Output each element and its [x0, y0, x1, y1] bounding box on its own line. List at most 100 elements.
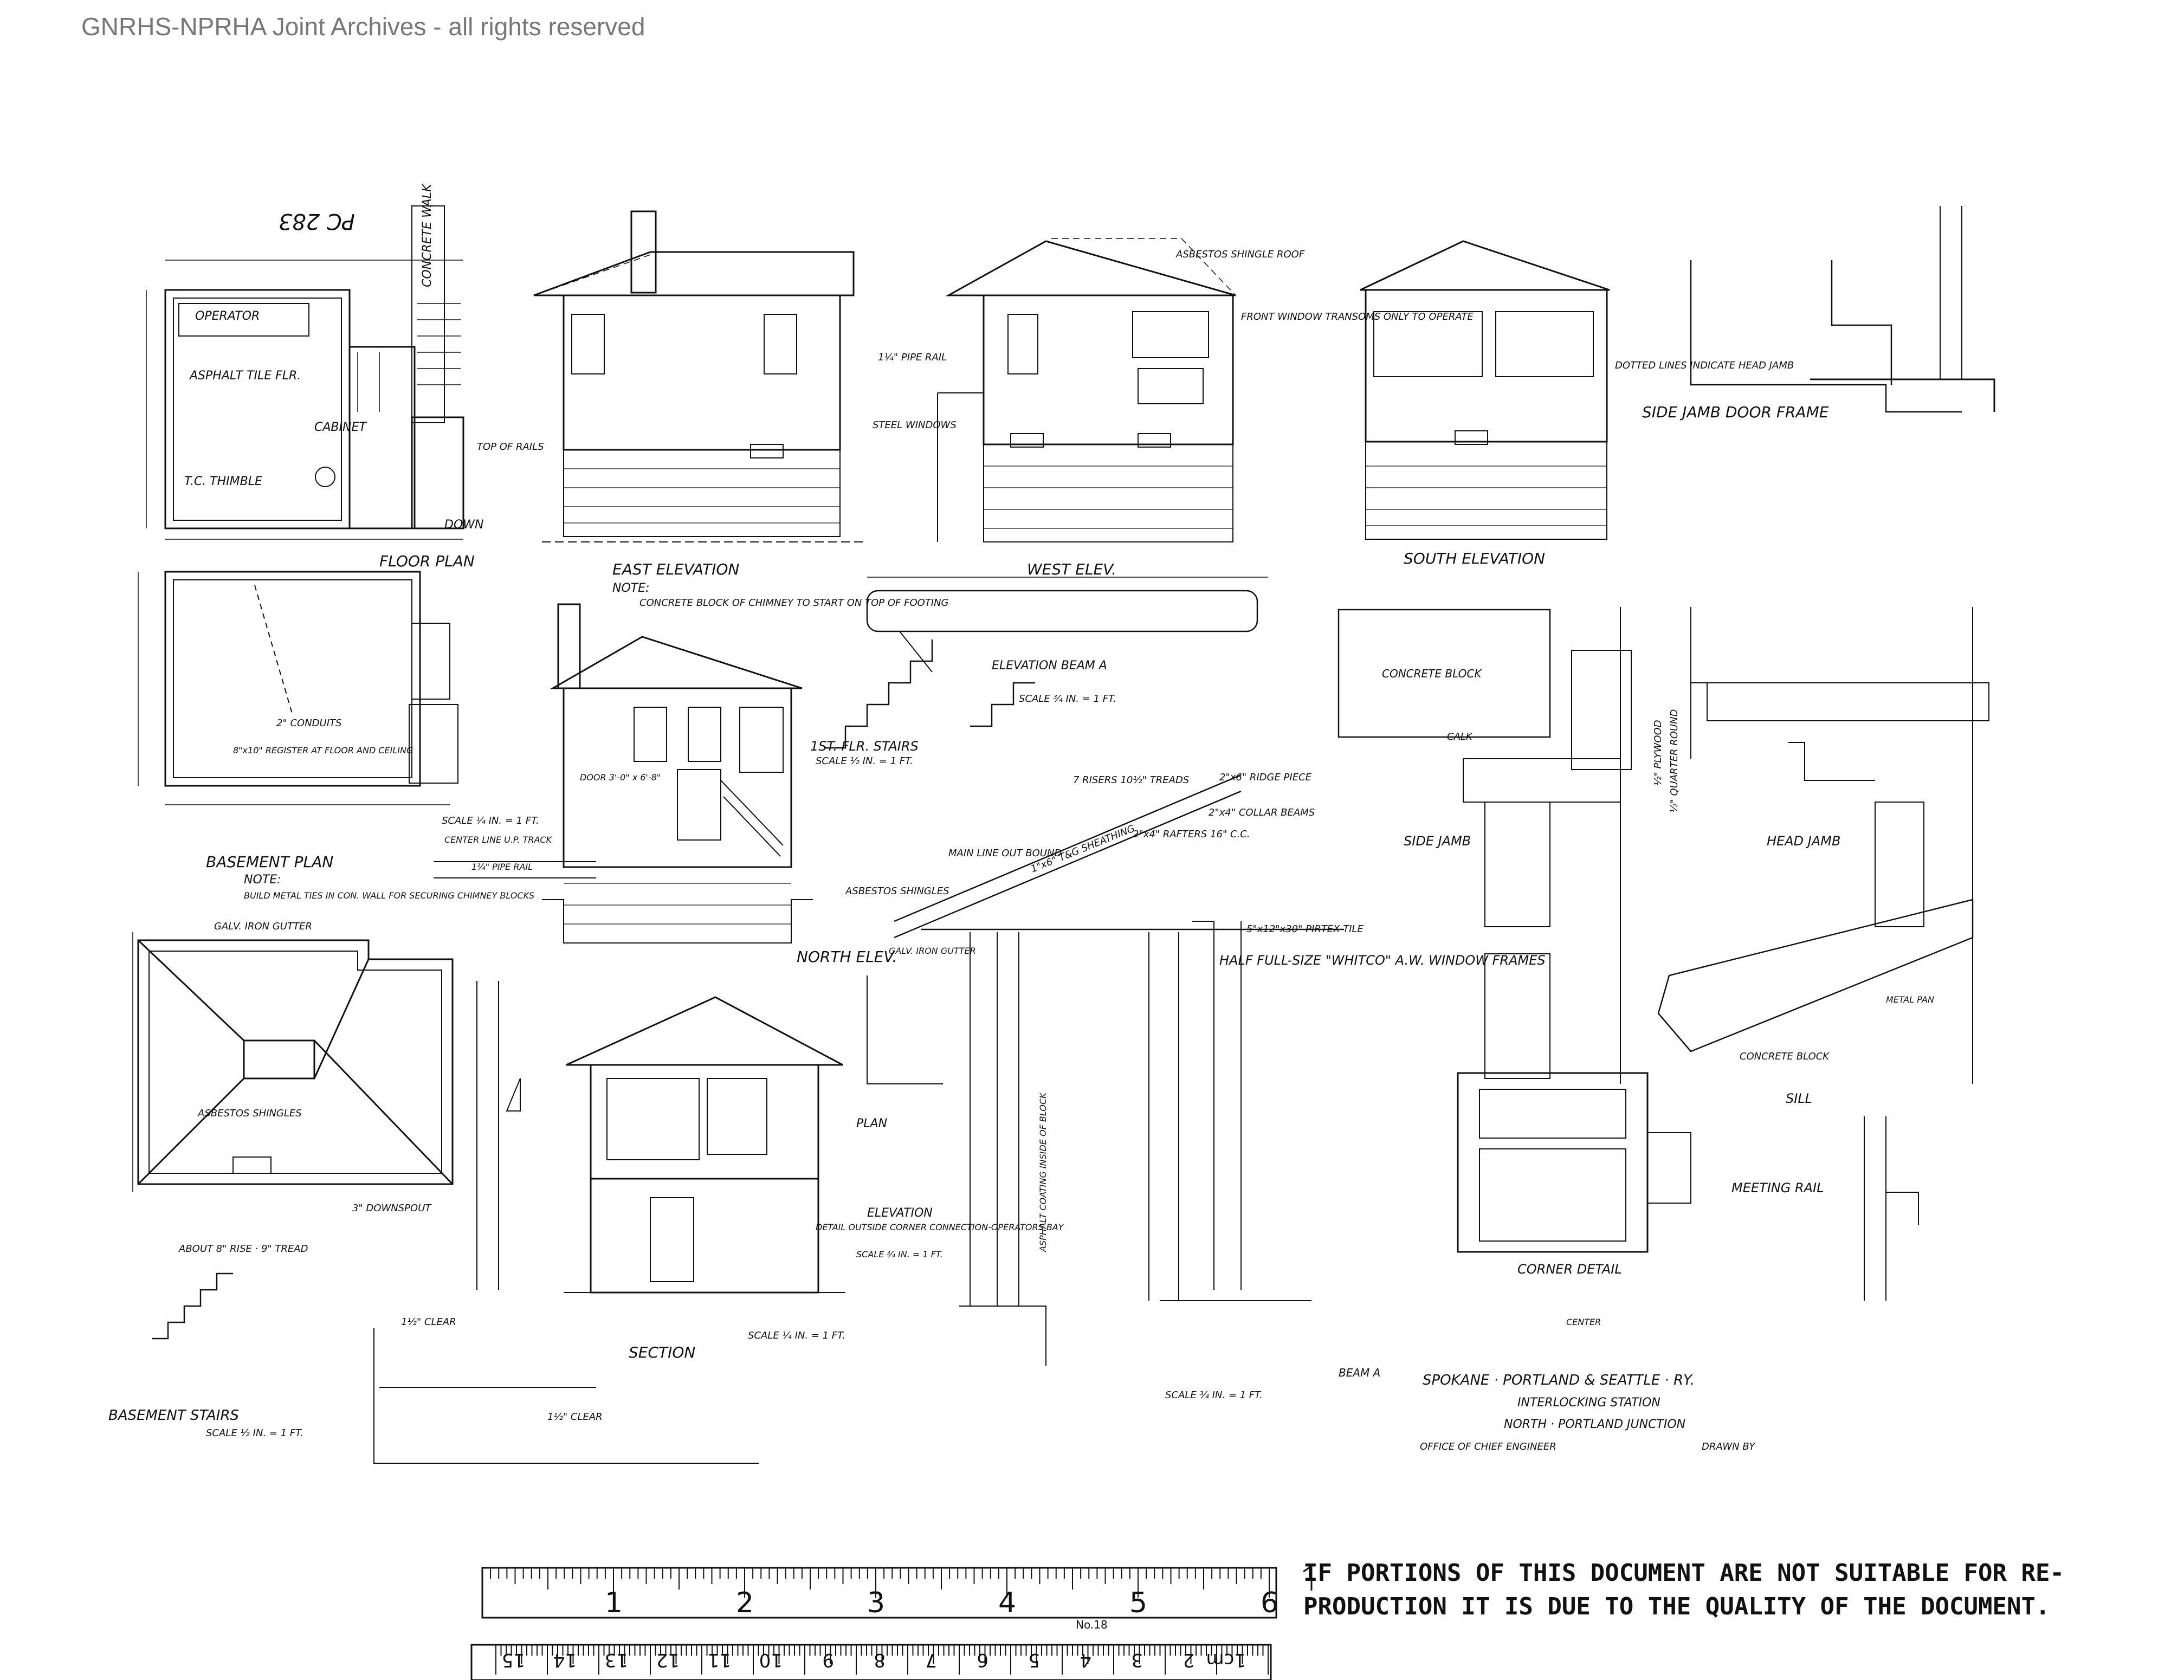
ruler-cm-label: 8 [874, 1649, 886, 1671]
beam-a-scale: SCALE ¾ IN. = 1 FT. [1019, 693, 1116, 705]
pipe-rail-label: 1¼" PIPE RAIL [878, 352, 947, 363]
concrete-block-sill-label: CONCRETE BLOCK [1740, 1051, 1830, 1062]
stairs-scale: SCALE ½ IN. = 1 FT. [816, 755, 913, 767]
west-elevation-title: WEST ELEV. [1027, 560, 1116, 578]
galv-gutter-label: GALV. IRON GUTTER [214, 921, 312, 932]
basement-plan-drawing [138, 571, 596, 878]
roof-plan-drawing [132, 932, 454, 1192]
asbestos-shingles-note: ASBESTOS SHINGLES [845, 886, 949, 897]
cabinet-label: CABINET [314, 421, 367, 434]
asbestos-roof-label: ASBESTOS SHINGLE ROOF [1175, 249, 1305, 260]
concrete-block-label: CONCRETE BLOCK [1382, 667, 1482, 680]
operator-label: OPERATOR [195, 309, 260, 323]
ruler-cm-label: 13 [605, 1649, 628, 1671]
south-elevation-drawing [1360, 240, 1610, 540]
concrete-walk-label: CONCRETE WALK [421, 183, 434, 287]
west-elevation-drawing [937, 238, 1236, 542]
ruler-inch-label: 1 [605, 1587, 623, 1619]
door-frame-detail [1690, 206, 1995, 413]
down-label: DOWN [444, 518, 483, 532]
jamb-details [1337, 607, 1989, 1301]
metal-pan-label: METAL PAN [1886, 994, 1934, 1005]
main-line-label: MAIN LINE OUT BOUND [948, 848, 1062, 859]
elevation-detail-title: ELEVATION [867, 1206, 933, 1220]
pirtex-tile-label: 5"x12"x30" PIRTEX TILE [1246, 923, 1364, 935]
ruler-cm-label: 12 [656, 1649, 680, 1671]
center-line-label: CENTER LINE U.P. TRACK [444, 835, 553, 845]
stair-rise-label: 7 RISERS 10½" TREADS [1073, 774, 1189, 786]
beam-a-label: BEAM A [1339, 1366, 1380, 1379]
section-title: SECTION [629, 1343, 695, 1361]
ruler-cm-label: 6 [977, 1649, 988, 1671]
basement-stairs-title: BASEMENT STAIRS [108, 1407, 239, 1424]
beam-a-title: ELEVATION BEAM A [992, 659, 1107, 673]
basement-pipe-rail: 1¼" PIPE RAIL [471, 862, 533, 872]
plywood-label: ½" PLYWOOD [1652, 720, 1664, 786]
east-elevation-drawing [533, 210, 867, 542]
ruler-inch-label: 4 [998, 1587, 1016, 1619]
east-note-text: CONCRETE BLOCK OF CHIMNEY TO START ON TO… [639, 597, 949, 609]
front-window-label: FRONT WINDOW TRANSOMS ONLY TO OPERATE [1241, 311, 1474, 322]
rise-tread-label: ABOUT 8" RISE · 9" TREAD [178, 1243, 308, 1255]
downspout-label: 3" DOWNSPOUT [352, 1203, 432, 1214]
roof-shingles-label: ASBESTOS SHINGLES [197, 1108, 302, 1119]
archive-watermark: GNRHS-NPRHA Joint Archives - all rights … [81, 12, 645, 41]
title-subject: INTERLOCKING STATION [1517, 1396, 1660, 1410]
conduits-label: 2" CONDUITS [276, 718, 341, 729]
head-jamb-title: HEAD JAMB [1767, 833, 1840, 849]
basement-plan-title: BASEMENT PLAN [206, 853, 333, 871]
east-elevation-title: EAST ELEVATION [612, 560, 739, 578]
ruler-inch-label: 6 [1261, 1587, 1278, 1619]
ruler-cm-label: 2 [1183, 1649, 1194, 1671]
steel-windows-label: STEEL WINDOWS [873, 419, 957, 431]
section-scale: SCALE ¼ IN. = 1 FT. [748, 1330, 845, 1341]
section-drawing [476, 981, 845, 1294]
detail-scale: SCALE ¾ IN. = 1 FT. [856, 1249, 943, 1259]
ruler-cm-label: 10 [759, 1649, 783, 1671]
scale-ruler [470, 1567, 1277, 1680]
window-scale: SCALE ¾ IN. = 1 FT. [1165, 1390, 1263, 1401]
quality-notice: IF PORTIONS OF THIS DOCUMENT ARE NOT SUI… [1303, 1556, 2127, 1624]
basement-stairs-drawing [152, 1272, 759, 1464]
ruler-inch-label: 5 [1129, 1587, 1147, 1619]
first-floor-stairs-title: 1ST. FLR. STAIRS [810, 739, 919, 754]
ruler-inch-label: 3 [867, 1587, 885, 1619]
north-elevation-drawing [542, 603, 813, 944]
dotted-lines-note: DOTTED LINES INDICATE HEAD JAMB [1615, 360, 1794, 371]
east-note-label: NOTE: [612, 581, 650, 595]
corner-detail-title: CORNER DETAIL [1517, 1262, 1622, 1277]
quality-notice-line-2: PRODUCTION IT IS DUE TO THE QUALITY OF T… [1303, 1593, 2050, 1620]
sheet-number: PC 283 [279, 209, 355, 234]
clear-label: 1½" CLEAR [401, 1316, 456, 1328]
door-note: DOOR 3'-0" x 6'-8" [580, 772, 661, 783]
rafters-label: 2"x4" RAFTERS 16" C.C. [1133, 829, 1250, 840]
top-of-rails-label: TOP OF RAILS [477, 441, 544, 453]
floor-plan-drawing [146, 205, 464, 540]
ruler-cm-label: 1cm [1206, 1649, 1246, 1671]
title-railway: SPOKANE · PORTLAND & SEATTLE · RY. [1423, 1372, 1695, 1388]
ruler-cm-label: 11 [708, 1649, 731, 1671]
quality-notice-line-1: IF PORTIONS OF THIS DOCUMENT ARE NOT SUI… [1303, 1559, 2064, 1587]
side-jamb-title: SIDE JAMB [1404, 833, 1471, 849]
ruler-cm-label: 7 [925, 1649, 937, 1671]
register-label: 8"x10" REGISTER AT FLOOR AND CEILING [233, 745, 413, 755]
north-elevation-title: NORTH ELEV. [797, 948, 897, 966]
sill-title: SILL [1786, 1091, 1812, 1106]
thimble-label: T.C. THIMBLE [184, 475, 262, 488]
ruler-model: No.18 [1076, 1618, 1108, 1631]
ruler-cm-label: 15 [502, 1649, 525, 1671]
ruler-inch-label: 2 [736, 1587, 754, 1619]
clear-label-lower: 1½" CLEAR [547, 1411, 603, 1423]
basement-note-label: NOTE: [244, 873, 281, 887]
asphalt-tile-label: ASPHALT TILE FLR. [189, 369, 301, 383]
first-floor-stairs [824, 639, 1035, 749]
collar-beams-label: 2"x4" COLLAR BEAMS [1209, 807, 1315, 818]
ruler-cm-label: 14 [553, 1649, 577, 1671]
window-frames-title: HALF FULL-SIZE "WHITCO" A.W. WINDOW FRAM… [1219, 953, 1546, 968]
title-location: NORTH · PORTLAND JUNCTION [1504, 1418, 1685, 1431]
gutter-detail-label: GALV. IRON GUTTER [889, 946, 976, 956]
ruler-cm-label: 3 [1131, 1649, 1143, 1671]
plan-detail-title: PLAN [856, 1117, 887, 1130]
center-label: CENTER [1566, 1317, 1601, 1327]
